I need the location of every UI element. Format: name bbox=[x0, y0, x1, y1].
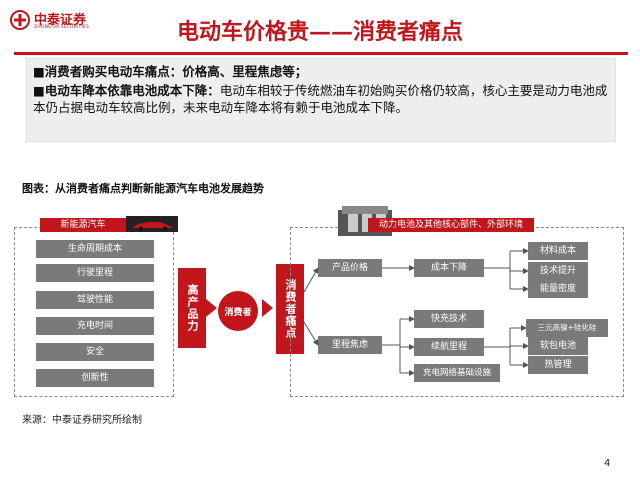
point-1: ■消费者购买电动车痛点：价格高、里程焦虑等； bbox=[33, 64, 308, 79]
point-2-lead: ■电动车降本依靠电池成本下降： bbox=[33, 83, 220, 98]
arrow-right-icon bbox=[262, 299, 273, 317]
level3-high-nickel: 三元高镍+硅化硅 bbox=[526, 319, 608, 337]
level2-charging-infra: 充电网络基础设施 bbox=[414, 364, 500, 382]
left-item-2: 行驶里程 bbox=[36, 264, 154, 282]
level3-tech-improve: 技术提升 bbox=[528, 262, 588, 280]
point-2-text: 电动车相较于传统燃油车初始购买价格仍较高，核心主要是动力电池成本仍占据电动车较高… bbox=[33, 83, 608, 115]
left-item-1: 生命周期成本 bbox=[36, 240, 154, 258]
level3-energy-density: 能量密度 bbox=[528, 280, 588, 298]
level3-thermal-mgmt: 热管理 bbox=[528, 356, 588, 374]
level2-driving-range: 续航里程 bbox=[414, 338, 484, 356]
car-image bbox=[126, 216, 178, 232]
level2-cost-down: 成本下降 bbox=[414, 259, 484, 277]
right-tag: 动力电池及其他核心部件、外部环境 bbox=[368, 218, 534, 232]
source-note: 来源：中泰证券研究所绘制 bbox=[22, 415, 142, 426]
key-points-box: ■消费者购买电动车痛点：价格高、里程焦虑等； ■电动车降本依靠电池成本下降：电动… bbox=[26, 58, 616, 142]
level1-price: 产品价格 bbox=[318, 259, 382, 277]
arrow-right-icon bbox=[206, 299, 217, 317]
title-divider bbox=[14, 52, 628, 55]
consumer-circle: 消费者 bbox=[218, 291, 258, 331]
figure-title: 图表：从消费者痛点判断新能源汽车电池发展趋势 bbox=[22, 182, 264, 195]
left-item-4: 充电时间 bbox=[36, 317, 154, 335]
high-product-power-box: 高产品力 bbox=[178, 268, 206, 348]
level3-pouch-cell: 软包电池 bbox=[528, 337, 588, 355]
logo-mark-icon bbox=[10, 10, 30, 30]
company-logo: 中泰证券 ZHONGTAI SECURITIES bbox=[10, 6, 120, 36]
level3-material-cost: 材料成本 bbox=[528, 242, 588, 260]
point-2: ■电动车降本依靠电池成本下降：电动车相较于传统燃油车初始购买价格仍较高，核心主要… bbox=[33, 82, 608, 116]
car-icon bbox=[126, 216, 178, 232]
left-item-5: 安全 bbox=[36, 343, 154, 361]
logo-subtitle: ZHONGTAI SECURITIES bbox=[34, 25, 90, 30]
left-item-3: 驾驶性能 bbox=[36, 291, 154, 309]
left-tag: 新能源汽车 bbox=[40, 218, 126, 232]
level1-range-anxiety: 里程焦虑 bbox=[318, 336, 382, 354]
logo-name: 中泰证券 bbox=[34, 13, 87, 28]
page-number: 4 bbox=[604, 458, 611, 469]
level2-fast-charge: 快充技术 bbox=[414, 310, 484, 328]
page-title: 电动车价格贵——消费者痛点 bbox=[176, 19, 463, 45]
left-item-6: 创新性 bbox=[36, 369, 154, 387]
